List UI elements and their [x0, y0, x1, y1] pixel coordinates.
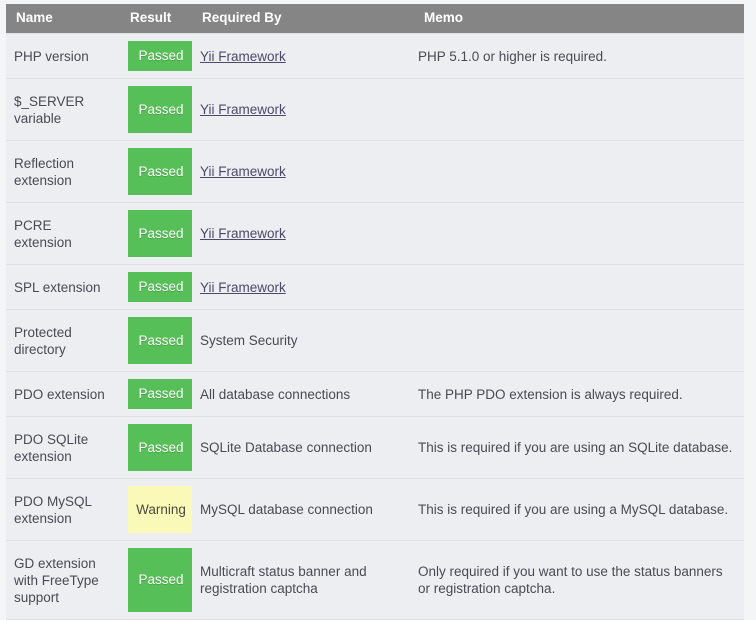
cell-required-by: System Security	[192, 309, 410, 372]
table-row: Protected directory Passed System Security	[6, 309, 744, 372]
required-by-text: System Security	[200, 333, 298, 348]
status-badge-label: Passed	[138, 386, 184, 401]
required-by-link[interactable]: Yii Framework	[200, 226, 286, 241]
cell-result: Passed	[120, 78, 194, 141]
cell-result: Passed	[120, 140, 194, 203]
table-row: PCRE extension Passed Yii Framework	[6, 202, 744, 265]
cell-name: Reflection extension	[6, 140, 120, 203]
cell-required-by: All database connections	[192, 371, 410, 417]
status-badge: Passed	[128, 148, 194, 195]
table-header: Name Result Required By Memo	[6, 4, 744, 34]
cell-required-by: Yii Framework	[192, 140, 410, 203]
required-by-text: MySQL database connection	[200, 502, 373, 517]
required-by-link[interactable]: Yii Framework	[200, 102, 286, 117]
cell-required-by: MySQL database connection	[192, 478, 410, 541]
status-badge-label: Passed	[138, 102, 184, 117]
required-by-text: SQLite Database connection	[200, 440, 372, 455]
table-row: Reflection extension Passed Yii Framework	[6, 140, 744, 203]
status-badge: Passed	[128, 41, 194, 71]
cell-required-by: Yii Framework	[192, 202, 410, 265]
cell-name: Protected directory	[6, 309, 120, 372]
status-badge: Passed	[128, 424, 194, 471]
requirements-table: Name Result Required By Memo PHP version…	[6, 4, 744, 620]
column-header-name: Name	[6, 4, 120, 34]
cell-memo	[410, 309, 744, 372]
cell-result: Passed	[120, 416, 194, 479]
status-badge-label: Passed	[138, 572, 184, 587]
required-by-text: All database connections	[200, 386, 351, 402]
cell-name: PCRE extension	[6, 202, 120, 265]
cell-memo: PHP 5.1.0 or higher is required.	[410, 33, 744, 79]
cell-name: PHP version	[6, 33, 120, 79]
cell-required-by: SQLite Database connection	[192, 416, 410, 479]
cell-result: Passed	[120, 33, 194, 79]
table-row: PHP version Passed Yii Framework PHP 5.1.0 …	[6, 33, 744, 79]
cell-memo: Only required if you want to use the sta…	[410, 540, 744, 620]
status-badge: Passed	[128, 317, 194, 364]
cell-result: Passed	[120, 309, 194, 372]
table-header-row: Name Result Required By Memo	[6, 4, 744, 34]
cell-memo	[410, 140, 744, 203]
cell-result: Warning	[120, 478, 194, 541]
status-badge-label: Warning	[136, 502, 186, 517]
cell-result: Passed	[120, 371, 194, 417]
required-by-link[interactable]: Yii Framework	[200, 279, 286, 295]
requirements-page: Name Result Required By Memo PHP version…	[6, 4, 744, 620]
cell-name: GD extension with FreeType support	[6, 540, 120, 620]
table-row: PDO extension Passed All database connecti…	[6, 371, 744, 417]
cell-result: Passed	[120, 202, 194, 265]
cell-name: PDO extension	[6, 371, 120, 417]
status-badge-label: Passed	[138, 226, 184, 241]
status-badge: Passed	[128, 379, 194, 409]
table-row: SPL extension Passed Yii Framework	[6, 264, 744, 310]
cell-name: $_SERVER variable	[6, 78, 120, 141]
cell-result: Passed	[120, 264, 194, 310]
cell-name: PDO SQLite extension	[6, 416, 120, 479]
status-badge: Passed	[128, 548, 194, 612]
column-header-result: Result	[120, 4, 192, 34]
required-by-link[interactable]: Yii Framework	[200, 48, 286, 64]
status-badge: Passed	[128, 210, 194, 257]
cell-memo	[410, 202, 744, 265]
status-badge-label: Passed	[138, 440, 184, 455]
required-by-link[interactable]: Yii Framework	[200, 164, 286, 179]
status-badge-label: Passed	[138, 333, 184, 348]
status-badge: Warning	[128, 486, 194, 533]
cell-memo	[410, 78, 744, 141]
cell-required-by: Multicraft status banner and registratio…	[192, 540, 410, 620]
cell-name: SPL extension	[6, 264, 120, 310]
cell-required-by: Yii Framework	[192, 78, 410, 141]
required-by-text: Multicraft status banner and registratio…	[200, 564, 367, 596]
table-row: PDO SQLite extension Passed SQLite Databas…	[6, 416, 744, 479]
status-badge: Passed	[128, 86, 194, 133]
cell-required-by: Yii Framework	[192, 264, 410, 310]
cell-required-by: Yii Framework	[192, 33, 410, 79]
status-badge-label: Passed	[138, 48, 184, 63]
column-header-memo: Memo	[410, 4, 744, 34]
cell-result: Passed	[120, 540, 194, 620]
column-header-required-by: Required By	[192, 4, 410, 34]
cell-memo	[410, 264, 744, 310]
status-badge-label: Passed	[138, 164, 184, 179]
table-row: $_SERVER variable Passed Yii Framework	[6, 78, 744, 141]
table-row: GD extension with FreeType support Passed…	[6, 540, 744, 620]
cell-memo: This is required if you are using a MySQ…	[410, 478, 744, 541]
cell-name: PDO MySQL extension	[6, 478, 120, 541]
cell-memo: The PHP PDO extension is always required…	[410, 371, 744, 417]
cell-memo: This is required if you are using an SQL…	[410, 416, 744, 479]
status-badge: Passed	[128, 272, 194, 302]
table-row: PDO MySQL extension Warning MySQL database…	[6, 478, 744, 541]
status-badge-label: Passed	[138, 279, 184, 294]
